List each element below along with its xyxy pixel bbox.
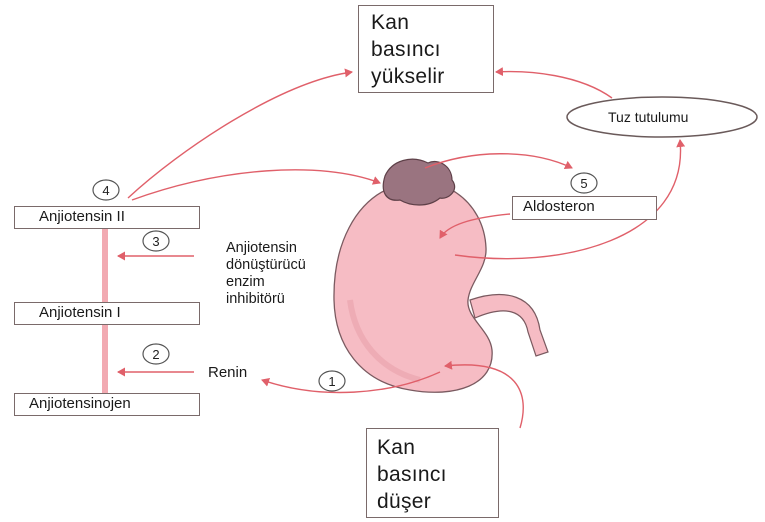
aldosterone-label: Aldosteron — [523, 198, 595, 215]
step-4-number: 4 — [102, 183, 109, 198]
renin-label: Renin — [208, 364, 247, 382]
ace-inhibitor-label: Anjiotensin dönüştürücü enzim inhibitörü — [226, 240, 306, 308]
ace-inhibitor-line-3: enzim — [226, 274, 306, 291]
bp-falls-line-1: Kan — [377, 434, 498, 461]
bp-falls-line-2: basıncı — [377, 461, 498, 488]
step-2-number: 2 — [152, 347, 159, 362]
angiotensin-2-box: Anjiotensin II — [14, 206, 200, 229]
arrow-adrenal-to-aldosterone — [425, 154, 572, 168]
bp-rises-line-2: basıncı — [371, 36, 493, 63]
ace-inhibitor-line-1: Anjiotensin — [226, 240, 306, 257]
step-4-marker: 4 — [93, 180, 119, 200]
bp-rises-line-3: yükselir — [371, 63, 493, 90]
step-1-marker: 1 — [319, 371, 345, 391]
step-5-marker: 5 — [571, 173, 597, 193]
bp-falls-box: Kan basıncı düşer — [366, 428, 499, 518]
arrow-salt-retention-to-bp-rises — [496, 72, 612, 98]
step-3-number: 3 — [152, 234, 159, 249]
step-3-marker: 3 — [143, 231, 169, 251]
ace-inhibitor-line-2: dönüştürücü — [226, 257, 306, 274]
step-1-number: 1 — [328, 374, 335, 389]
salt-retention-label: Tuz tutulumu — [608, 108, 688, 126]
angiotensinogen-label: Anjiotensinojen — [29, 395, 131, 412]
aldosterone-box: Aldosteron — [512, 196, 657, 220]
arrow-angiotensin-to-bp-rises — [128, 72, 352, 198]
angiotensin-2-label: Anjiotensin II — [39, 208, 125, 225]
adrenal-gland — [383, 159, 454, 205]
step-5-number: 5 — [580, 176, 587, 191]
arrow-angiotensin-to-adrenal — [132, 170, 380, 200]
bp-falls-line-3: düşer — [377, 488, 498, 515]
bp-rises-line-1: Kan — [371, 9, 493, 36]
angiotensin-1-label: Anjiotensin I — [39, 304, 121, 321]
ace-inhibitor-line-4: inhibitörü — [226, 291, 306, 308]
kidney — [334, 182, 492, 393]
angiotensinogen-box: Anjiotensinojen — [14, 393, 200, 416]
angiotensin-1-box: Anjiotensin I — [14, 302, 200, 325]
bp-rises-box: Kan basıncı yükselir — [358, 5, 494, 93]
step-2-marker: 2 — [143, 344, 169, 364]
